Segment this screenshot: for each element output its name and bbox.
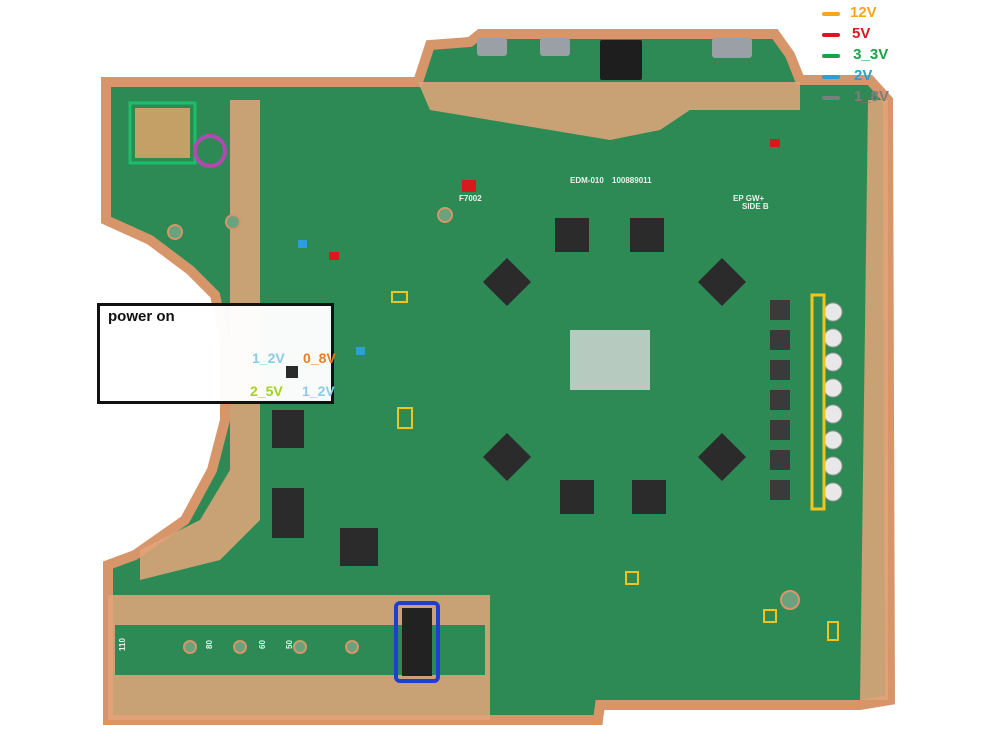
vrm-inductors (770, 300, 790, 500)
ref-designator-label: F7002 (459, 194, 482, 203)
scale-tick-80: 80 (204, 640, 214, 649)
rail-label-0-8v: 0_8V (303, 350, 336, 366)
usb-c-port-1 (477, 38, 507, 56)
rail-label-2-5v: 2_5V (250, 383, 283, 399)
5v-marker-f7002 (462, 180, 476, 192)
power-on-box: power on 1_2V 0_8V 2_5V 1_2V (97, 303, 336, 404)
12v-marker-2 (397, 407, 413, 429)
memory-chips (272, 218, 747, 566)
board-model-label: EDM-010 (570, 176, 604, 185)
legend-label-5v: 5V (852, 25, 871, 42)
scale-tick-60: 60 (257, 640, 267, 649)
legend-swatch-3-3v (822, 54, 840, 58)
5v-marker-top-right (770, 139, 780, 147)
legend-swatch-12v (822, 12, 840, 16)
legend-label-2v: 2V (854, 67, 873, 84)
rail-label-1-2v-top: 1_2V (252, 350, 285, 366)
hdmi-port (712, 38, 752, 58)
2v-marker-left (298, 240, 307, 248)
scale-tick-50: 50 (284, 640, 294, 649)
board-serial-label: 100889011 (612, 176, 652, 185)
legend-row-3-3v: 3_3V (822, 46, 997, 67)
legend-row-2v: 2V (822, 67, 997, 88)
usb-c-port-2 (540, 38, 570, 56)
ep-marking-label: EP GW+ (733, 194, 765, 203)
power-on-title: power on (108, 308, 175, 325)
legend-label-1-8v: 1_8V (854, 88, 890, 105)
2v-marker-mid (356, 347, 365, 355)
12v-marker-1 (391, 291, 408, 303)
legend-swatch-2v (822, 75, 840, 79)
component-highlight-circle (193, 134, 227, 168)
5v-marker-left (329, 252, 339, 260)
legend-row-5v: 5V (822, 25, 997, 46)
legend-swatch-1-8v (822, 96, 840, 100)
rail-label-1-2v-bottom: 1_2V (302, 383, 335, 399)
copper-edge-top (418, 82, 800, 140)
side-marking-label: SIDE B (742, 202, 769, 211)
legend-label-3-3v: 3_3V (849, 46, 889, 63)
mounting-holes (167, 207, 800, 654)
wifi-highlight-box (128, 101, 197, 165)
12v-marker-4 (763, 609, 777, 623)
legend-label-12v: 12V (850, 4, 877, 21)
legend-row-1-8v: 1_8V (822, 88, 997, 109)
12v-highlight-box (810, 293, 826, 511)
m2-connector (402, 608, 432, 676)
legend-swatch-5v (822, 33, 840, 37)
voltage-legend: 12V 5V 3_3V 2V 1_8V (822, 4, 997, 109)
12v-marker-3 (625, 571, 639, 585)
legend-row-12v: 12V (822, 4, 997, 25)
m2-highlight-box (394, 601, 440, 683)
wifi-module (135, 108, 190, 158)
soc-package (570, 330, 650, 390)
12v-marker-5 (827, 621, 839, 641)
copper-edge-right (860, 100, 888, 700)
pcb-substrate (101, 29, 896, 725)
power-ic-chip (286, 366, 298, 378)
ethernet-port (600, 40, 642, 80)
scale-tick-110: 110 (117, 638, 127, 651)
